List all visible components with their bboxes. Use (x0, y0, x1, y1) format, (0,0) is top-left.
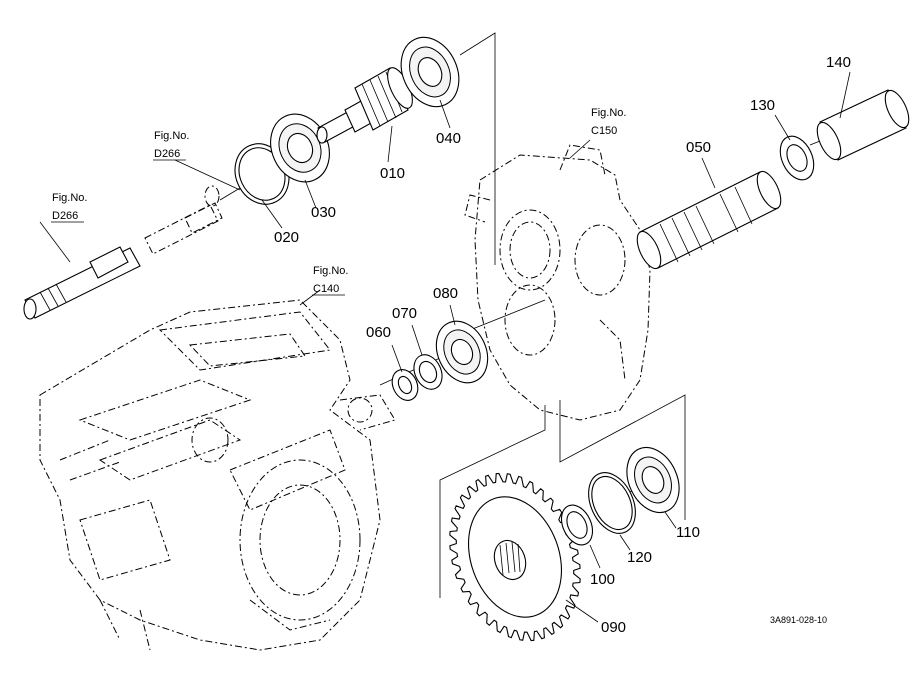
bearing-080 (435, 320, 489, 384)
leader-lines (39, 71, 851, 623)
fig-ref-number: C150 (591, 125, 617, 137)
callout-070: 070 (392, 305, 417, 322)
fig-ref-d266-lower: Fig.No. D266 (51, 192, 87, 223)
callout-040: 040 (436, 130, 461, 147)
fig-ref-number: D266 (154, 148, 180, 160)
washer-070 (413, 354, 443, 390)
drawing-reference-number: 3A891-028-10 (770, 615, 827, 625)
oil-seal-130 (779, 135, 815, 181)
bearing-110 (626, 447, 680, 513)
fig-ref-c140: Fig.No. C140 (312, 265, 348, 296)
fig-ref-number: C140 (313, 283, 339, 295)
fig-ref-d266-upper: Fig.No. D266 (153, 130, 189, 161)
callout-100: 100 (590, 571, 615, 588)
bearing-040 (400, 36, 460, 108)
collar-140 (816, 89, 910, 161)
callout-090: 090 (601, 619, 626, 636)
cover-c150-phantom (464, 144, 651, 421)
fig-ref-label: Fig.No. (313, 265, 348, 277)
snap-ring-120 (588, 472, 636, 534)
fig-ref-number: D266 (52, 210, 78, 222)
callout-020: 020 (274, 229, 299, 246)
callout-120: 120 (627, 549, 652, 566)
housing-c140-phantom (39, 299, 396, 651)
callout-130: 130 (750, 97, 775, 114)
nut-060 (391, 369, 419, 401)
assembly-guide-lines (39, 32, 831, 598)
fig-ref-label: Fig.No. (52, 192, 87, 204)
callout-080: 080 (433, 285, 458, 302)
fig-ref-c150: Fig.No. C150 (591, 107, 626, 137)
callout-110: 110 (676, 524, 700, 541)
input-shaft-d266 (23, 185, 223, 320)
pinion-shaft-010 (316, 67, 413, 144)
callout-140: 140 (826, 54, 851, 71)
output-shaft-050 (636, 170, 782, 270)
callout-030: 030 (311, 204, 336, 221)
collar-100 (560, 504, 594, 546)
callout-060: 060 (366, 324, 391, 341)
fig-ref-label: Fig.No. (154, 130, 189, 142)
callout-050: 050 (686, 139, 711, 156)
fig-ref-label: Fig.No. (591, 107, 626, 119)
gear-090 (449, 472, 581, 642)
callout-010: 010 (380, 165, 405, 182)
callout-numbers: 010 020 030 040 050 060 070 080 090 100 … (274, 54, 851, 636)
